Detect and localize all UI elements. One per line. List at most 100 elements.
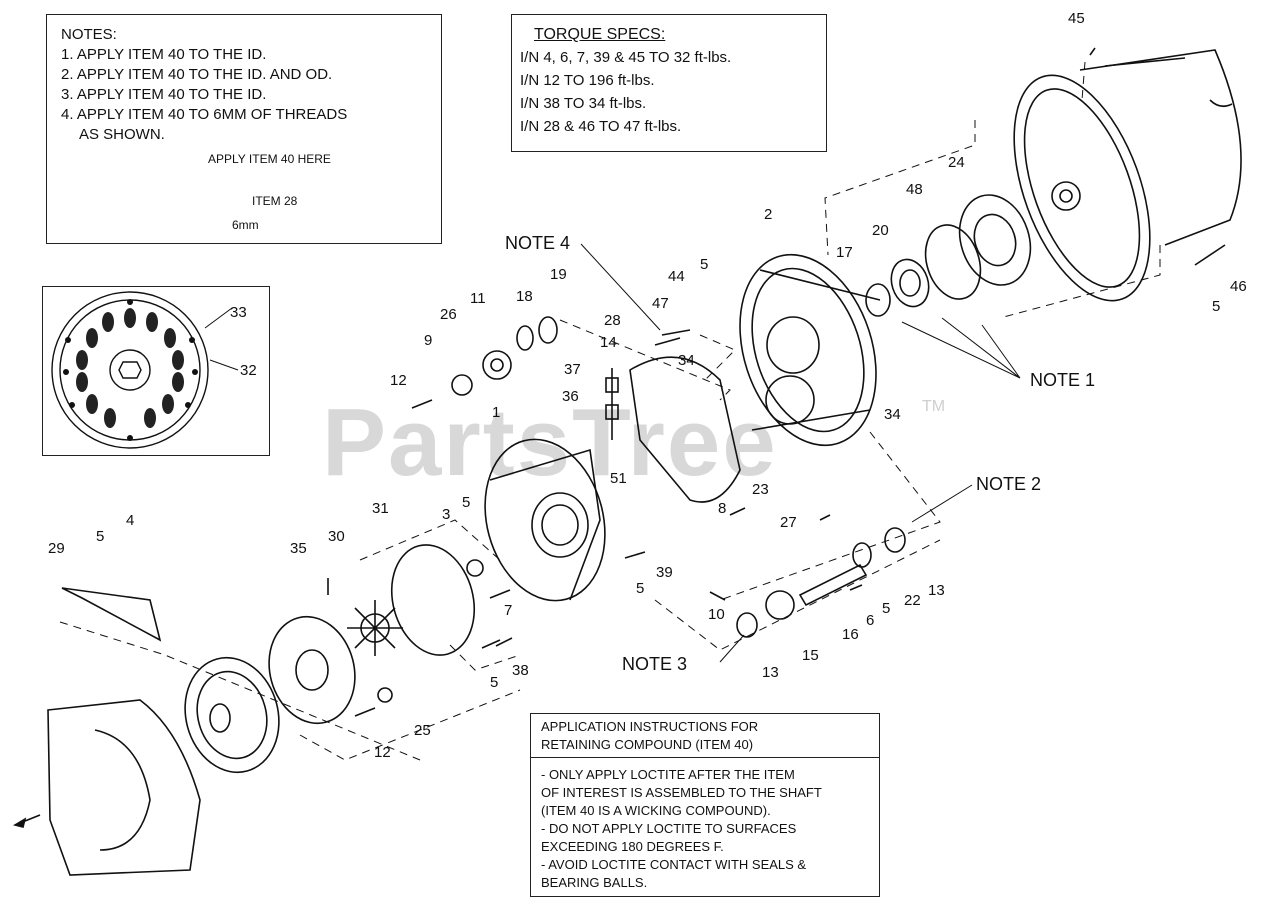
note-line-4: 4. APPLY ITEM 40 TO 6MM OF THREADS — [61, 106, 348, 123]
impeller-30 — [347, 600, 403, 656]
app-line-5: EXCEEDING 180 DEGREES F. — [541, 839, 724, 854]
torque-line-4: I/N 28 & 46 TO 47 ft-lbs. — [520, 118, 682, 135]
note-line-1: 1. APPLY ITEM 40 TO THE ID. — [61, 46, 267, 63]
part-label: 12 — [374, 744, 391, 761]
app-title-1: APPLICATION INSTRUCTIONS FOR — [541, 719, 759, 734]
torque-line-2: I/N 12 TO 196 ft-lbs. — [520, 72, 655, 89]
part-label: 5 — [490, 674, 499, 691]
seal-3 — [466, 559, 484, 577]
part-label: 15 — [802, 647, 819, 664]
part-label: 36 — [562, 388, 579, 405]
torque-title: TORQUE SPECS: — [534, 26, 666, 43]
gasket-24 — [958, 194, 1032, 286]
part-label: 5 — [882, 600, 891, 617]
washer-22 — [852, 542, 872, 568]
part-label: 1 — [492, 404, 501, 421]
drive-plate — [268, 615, 356, 725]
part-label: 23 — [752, 481, 769, 498]
dimension-label: 6mm — [232, 218, 259, 232]
inset-label-32: 32 — [240, 362, 257, 379]
trademark-mark: TM — [922, 398, 946, 415]
ring-18 — [516, 325, 534, 351]
coupling-inserts — [76, 308, 184, 428]
shaft-16 — [798, 563, 868, 607]
bearing-20 — [890, 258, 930, 308]
part-label: 19 — [550, 266, 567, 283]
part-label: 7 — [504, 602, 513, 619]
part-label: 29 — [48, 540, 65, 557]
part-label: 5 — [462, 494, 471, 511]
part-label: 2 — [764, 206, 773, 223]
part-label: 10 — [708, 606, 725, 623]
part-label: 38 — [512, 662, 529, 679]
note-line-3: 3. APPLY ITEM 40 TO THE ID. — [61, 86, 267, 103]
part-label: 44 — [668, 268, 685, 285]
torque-specs-box: TORQUE SPECS: I/N 4, 6, 7, 39 & 45 TO 32… — [511, 14, 827, 152]
note-line-2: 2. APPLY ITEM 40 TO THE ID. AND OD. — [61, 66, 333, 83]
part-label: 46 — [1230, 278, 1247, 295]
app-line-6: - AVOID LOCTITE CONTACT WITH SEALS & — [541, 857, 807, 872]
part-label: 13 — [928, 582, 945, 599]
part-label: 20 — [872, 222, 889, 239]
adapter-housing — [739, 253, 881, 447]
seal-48 — [924, 224, 982, 300]
washer-9 — [451, 374, 473, 396]
apply-item-label: APPLY ITEM 40 HERE — [208, 152, 331, 166]
bearing-13a — [736, 612, 758, 638]
part-label: 34 — [678, 352, 695, 369]
application-instructions-box: APPLICATION INSTRUCTIONS FOR RETAINING C… — [530, 713, 880, 897]
gear-15 — [765, 590, 795, 620]
bearing-17 — [865, 283, 891, 317]
part-label: 12 — [390, 372, 407, 389]
part-label: 34 — [884, 406, 901, 423]
gasket-8 — [629, 356, 741, 503]
note-3-callout: NOTE 3 — [622, 654, 688, 674]
part-label: 48 — [906, 181, 923, 198]
part-label: 5 — [1212, 298, 1221, 315]
part-label: 17 — [836, 244, 853, 261]
notes-title: NOTES: — [61, 26, 117, 43]
inset-label-33: 33 — [230, 304, 247, 321]
part-label: 11 — [470, 290, 486, 307]
part-label: 5 — [700, 256, 709, 273]
coupling-inset-box — [42, 286, 270, 456]
flywheel-coupling — [184, 656, 280, 774]
app-line-4: - DO NOT APPLY LOCTITE TO SURFACES — [541, 821, 797, 836]
part-label: 24 — [948, 154, 965, 171]
part-label: 39 — [656, 564, 673, 581]
part-label: 51 — [610, 470, 627, 487]
part-label: 4 — [126, 512, 135, 529]
part-label: 26 — [440, 306, 457, 323]
torque-line-1: I/N 4, 6, 7, 39 & 45 TO 32 ft-lbs. — [520, 49, 732, 66]
notes-box: NOTES: 1. APPLY ITEM 40 TO THE ID. 2. AP… — [46, 14, 442, 244]
part-label: 16 — [842, 626, 859, 643]
part-label: 3 — [442, 506, 451, 523]
bearing-13b — [884, 527, 906, 553]
cover-29 — [61, 587, 162, 642]
part-label: 37 — [564, 361, 581, 378]
note-4-callout: NOTE 4 — [505, 233, 571, 253]
part-label: 5 — [96, 528, 105, 545]
generator-housing — [1013, 49, 1242, 302]
part-label: 18 — [516, 288, 533, 305]
app-line-7: BEARING BALLS. — [541, 875, 648, 890]
note-1-callout: NOTE 1 — [1030, 370, 1096, 390]
part-label: 31 — [372, 500, 389, 517]
part-label: 5 — [636, 580, 645, 597]
bell-housing — [47, 699, 201, 876]
part-label: 47 — [652, 295, 669, 312]
part-label: 9 — [424, 332, 433, 349]
part-label: 22 — [904, 592, 921, 609]
part-label: 45 — [1068, 10, 1085, 27]
part-label: 30 — [328, 528, 345, 545]
part-label: 8 — [718, 500, 727, 517]
wear-plate-31 — [390, 544, 476, 656]
part-label: 13 — [762, 664, 779, 681]
part-label: 6 — [866, 612, 875, 629]
app-line-3: (ITEM 40 IS A WICKING COMPOUND). — [541, 803, 771, 818]
app-title-2: RETAINING COMPOUND (ITEM 40) — [541, 737, 754, 752]
washer-25 — [377, 687, 393, 703]
ring-19 — [538, 316, 558, 344]
watermark: PartsTree — [322, 389, 778, 496]
